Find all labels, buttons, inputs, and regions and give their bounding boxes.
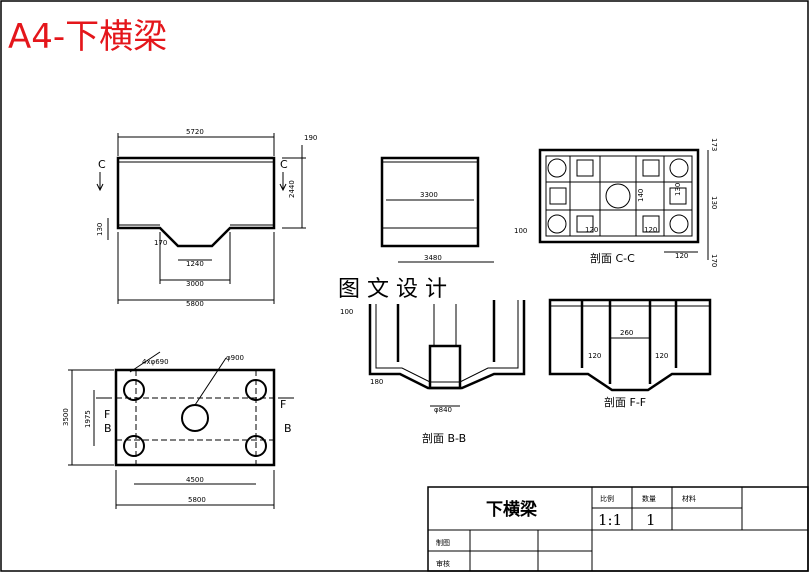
dim-plan-holes: 4xφ690 <box>142 358 169 366</box>
section-mark-c-left: C <box>98 158 106 171</box>
section-mark-b-left: B <box>104 422 112 435</box>
dim-bottom-total: 5800 <box>186 300 204 308</box>
dim-cc-left: 100 <box>514 227 527 235</box>
dim-height: 2440 <box>288 180 296 198</box>
title-block-qty-value: 1 <box>646 511 656 529</box>
dim-cc-bottom: 120 <box>675 252 688 260</box>
dim-bb-diameter: φ840 <box>434 406 452 414</box>
dim-bb-top: 3480 <box>424 254 442 262</box>
dim-cc-inner2: 120 <box>644 226 657 234</box>
section-cc-label: 剖面 C-C <box>590 251 635 265</box>
section-mark-c-right: C <box>280 158 288 171</box>
title-block-ratio-value: 1:1 <box>598 511 622 529</box>
dim-ff-left: 120 <box>588 352 601 360</box>
dim-slope: 170 <box>154 239 167 247</box>
dim-cc-inner1: 120 <box>585 226 598 234</box>
section-ff: 260 120 120 剖面 F-F <box>548 298 712 409</box>
dim-ff-mid: 260 <box>620 329 633 337</box>
section-bb-label: 剖面 B-B <box>422 431 466 445</box>
dim-bb-bottom-left: 180 <box>370 378 383 386</box>
dim-cc-right1: 173 <box>710 138 718 151</box>
page-title: A4-下横梁 <box>8 17 167 57</box>
section-mark-b-right: B <box>284 422 292 435</box>
title-block-name: 下横梁 <box>486 499 538 520</box>
front-view: 5720 190 2440 130 C C 170 1240 3000 5800 <box>96 128 317 308</box>
title-block-drawn-label: 制图 <box>436 538 450 547</box>
dim-cc-vert1: 140 <box>637 189 645 202</box>
title-block-checked-label: 审核 <box>436 559 450 568</box>
title-block-qty-label: 数量 <box>642 494 656 503</box>
title-block-ratio-label: 比例 <box>600 494 614 503</box>
section-bb: 3480 100 180 φ840 剖面 B-B <box>340 254 526 445</box>
dim-side-width: 3300 <box>420 191 438 199</box>
watermark: 图 文 设 计 <box>338 277 447 302</box>
dim-bottom-mid: 3000 <box>186 280 204 288</box>
dim-cc-right3: 170 <box>710 254 718 267</box>
dim-right-top: 190 <box>304 134 317 142</box>
dim-ff-right: 120 <box>655 352 668 360</box>
dim-cc-vert2: 130 <box>674 183 682 196</box>
dim-cc-right2: 130 <box>710 196 718 209</box>
title-block-material-label: 材料 <box>682 494 696 503</box>
watermark-bg <box>330 270 486 304</box>
side-view: 3300 <box>380 156 480 248</box>
dim-plan-center: φ900 <box>226 354 244 362</box>
dim-left-side: 130 <box>96 223 104 236</box>
dim-plan-inner-width: 4500 <box>186 476 204 484</box>
dim-plan-width: 5800 <box>188 496 206 504</box>
dim-plan-height: 3500 <box>62 408 70 426</box>
section-ff-label: 剖面 F-F <box>604 395 646 409</box>
dim-bb-left: 100 <box>340 308 353 316</box>
section-cc: 173 130 170 100 120 120 120 140 130 剖面 C… <box>514 138 718 267</box>
plan-view: 4xφ690 φ900 3500 1975 4500 5800 F F B B <box>62 351 294 509</box>
section-mark-f-right: F <box>280 398 286 411</box>
section-mark-f-left: F <box>104 408 110 421</box>
title-block: 下横梁 比例 数量 材料 1:1 1 制图 审核 <box>427 486 809 572</box>
dim-bottom-inner: 1240 <box>186 260 204 268</box>
dim-plan-inner-height: 1975 <box>84 410 92 428</box>
dim-top: 5720 <box>186 128 204 136</box>
